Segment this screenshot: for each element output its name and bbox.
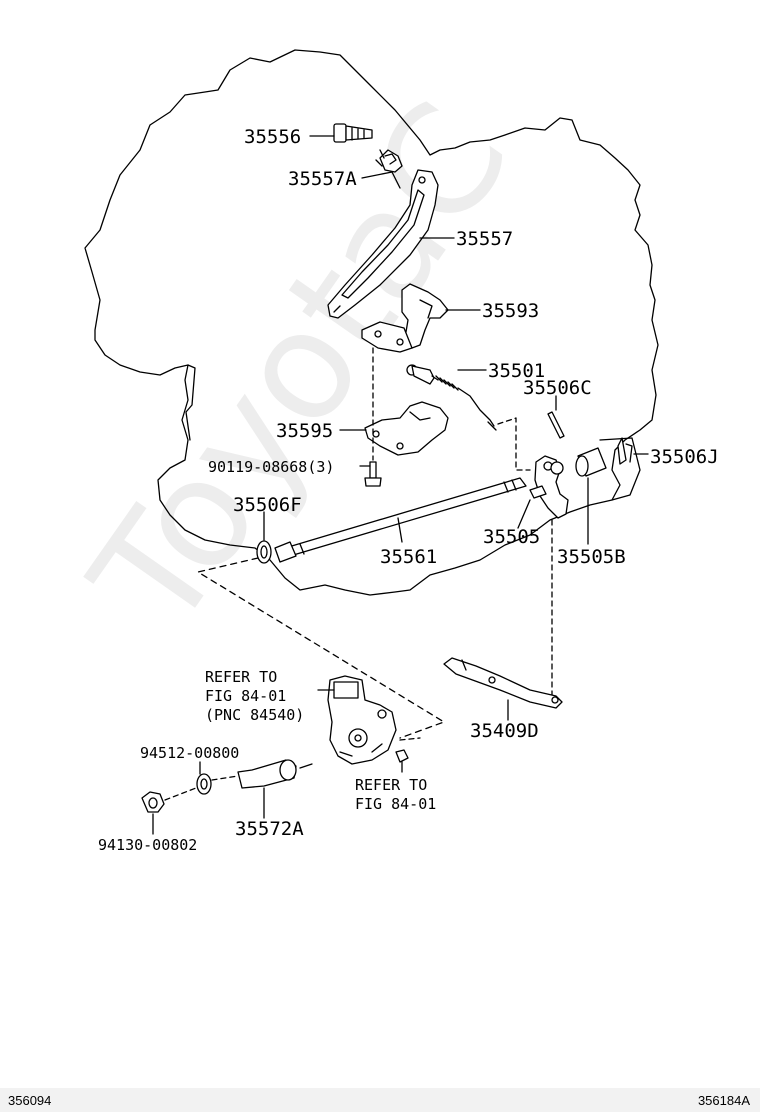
- label-35572A: 35572A: [235, 818, 304, 840]
- oil-seal-35506F: [256, 540, 272, 564]
- bolt-90119: [364, 461, 382, 487]
- label-35557A: 35557A: [288, 168, 357, 190]
- bracket-35593: [361, 283, 449, 353]
- dashed-guide-2: [497, 417, 531, 471]
- label-90119: 90119-08668(3): [208, 458, 335, 476]
- label-35506F: 35506F: [233, 494, 302, 516]
- bolt-35556: [333, 123, 373, 143]
- detent-rod-35501: [406, 364, 497, 431]
- label-35505: 35505: [483, 526, 541, 548]
- refer-note-1-line2: FIG 84-01: [205, 687, 287, 705]
- case-left-notch: [185, 364, 196, 441]
- label-94130: 94130-00802: [98, 836, 198, 854]
- label-35506J: 35506J: [650, 446, 719, 468]
- valve-lever-35505: [529, 455, 569, 519]
- label-35506C: 35506C: [523, 377, 592, 399]
- refer-note-1-line3: (PNC 84540): [205, 706, 305, 724]
- clip-35506J: [617, 437, 633, 465]
- bracket-35595: [364, 401, 449, 456]
- refer-note-1: REFER TO FIG 84-01 (PNC 84540): [205, 668, 304, 725]
- label-35561: 35561: [380, 546, 438, 568]
- label-35556: 35556: [244, 126, 302, 148]
- label-35505B: 35505B: [557, 546, 626, 568]
- dashed-guide-6: [164, 775, 239, 801]
- clip-35557A: [375, 149, 403, 173]
- neutral-switch: [317, 675, 397, 765]
- label-94512: 94512-00800: [140, 744, 240, 762]
- refer-note-2-line1: REFER TO: [355, 776, 428, 794]
- nut-94130: [141, 791, 165, 813]
- bushing-35505B: [550, 447, 607, 477]
- leader-35557A: [361, 171, 393, 179]
- manual-shaft-35561: [274, 477, 527, 563]
- bolt-switch: [395, 749, 409, 773]
- refer-note-2: REFER TO FIG 84-01: [355, 776, 436, 814]
- link-35409D: [443, 657, 563, 709]
- footer-bar: [0, 1088, 760, 1112]
- label-35593: 35593: [482, 300, 540, 322]
- label-35595: 35595: [276, 420, 334, 442]
- lever-35572A: [237, 759, 313, 789]
- transmission-case-outline: [84, 49, 659, 596]
- footer-right-code: 356184A: [697, 1093, 750, 1108]
- label-35557: 35557: [456, 228, 514, 250]
- refer-note-2-line2: FIG 84-01: [355, 795, 437, 813]
- detent-plate-35557: [327, 169, 439, 319]
- footer-left-code: 356094: [8, 1093, 52, 1108]
- label-35409D: 35409D: [470, 720, 539, 742]
- dashed-guide-5: [399, 737, 421, 741]
- refer-note-1-line1: REFER TO: [205, 668, 278, 686]
- pin-35506C: [547, 411, 565, 439]
- leader-35561: [397, 517, 403, 543]
- leader-35505: [517, 499, 531, 529]
- label-35501: 35501: [488, 360, 546, 382]
- washer-94512: [196, 773, 212, 795]
